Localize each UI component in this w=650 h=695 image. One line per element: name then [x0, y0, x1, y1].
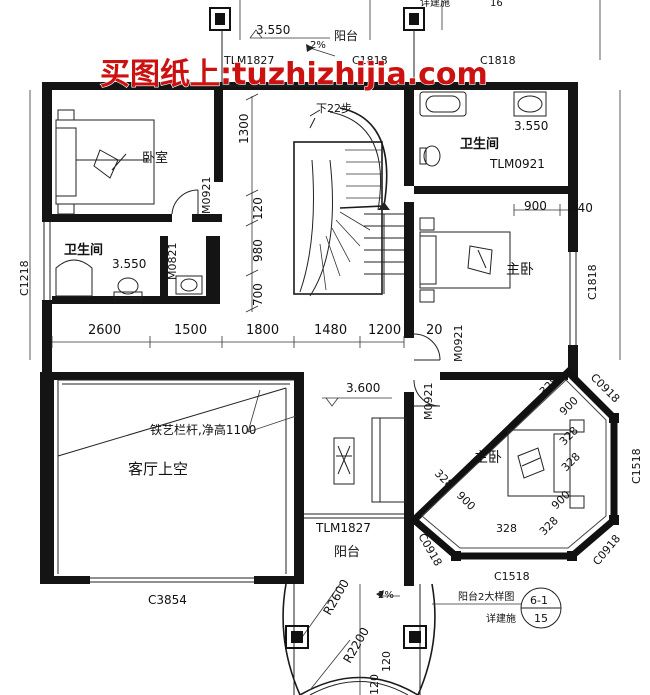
- opening-m0921-lower: M0921: [422, 383, 435, 421]
- dim-bay-right-3: 328: [557, 424, 581, 448]
- elevation-hall: 3.600: [346, 381, 380, 395]
- opening-c1818-top-right: C1818: [480, 54, 516, 67]
- detail-callout: [432, 587, 562, 629]
- dim-row-1480: 1480: [314, 323, 347, 338]
- dim-240: 240: [570, 201, 593, 215]
- dim-900a: 900: [524, 199, 547, 213]
- opening-c3854: C3854: [148, 593, 187, 607]
- opening-tlm-top: TLM1827: [223, 54, 274, 67]
- slope-top: 2%: [310, 40, 326, 51]
- room-balcony-top: 阳台: [334, 28, 358, 43]
- detail-callout-den: 15: [534, 612, 548, 625]
- dim-row-20: 20: [426, 323, 443, 338]
- dim-bay-left-2: 900: [454, 489, 478, 513]
- opening-c1518-right: C1518: [630, 448, 643, 484]
- room-bedroom: 卧室: [142, 150, 168, 166]
- door-m0921-lower: [413, 379, 441, 407]
- column-marker-bottom-right: [403, 625, 427, 649]
- dim-980: 980: [251, 239, 265, 262]
- dim-120a: 120: [251, 197, 265, 220]
- bed-master-upper: [419, 217, 511, 303]
- living-void: [57, 379, 297, 574]
- top-partial-label: 详建施: [420, 0, 450, 9]
- opening-c1818-top-left: C1818: [352, 54, 388, 67]
- small-bath: [55, 259, 203, 299]
- dim-bay-left-3: 328: [496, 522, 517, 535]
- opening-m0921-master: M0921: [452, 325, 465, 363]
- room-bath-right: 卫生间: [460, 136, 499, 152]
- dim-r2200: R2200: [340, 625, 372, 666]
- dim-bay-right-2: 900: [557, 394, 581, 418]
- dim-r2600: R2600: [320, 577, 352, 618]
- room-master-upper: 主卧: [506, 262, 534, 278]
- grid-lines: [29, 90, 621, 360]
- walls: [40, 82, 578, 586]
- opening-c1818-right: C1818: [586, 264, 599, 300]
- dim-1300: 1300: [237, 113, 251, 144]
- elevation-bath-left: 3.550: [112, 257, 146, 271]
- room-living-void: 客厅上空: [128, 460, 188, 478]
- watermark: 买图纸上:tuzhizhijia.com: [100, 57, 488, 92]
- opening-c1518-bottom: C1518: [494, 570, 530, 583]
- top-balcony: [221, 29, 415, 82]
- room-bath-left: 卫生间: [64, 242, 103, 258]
- room-master-lower: 主卧: [474, 450, 502, 466]
- bath-top-right: [419, 91, 547, 167]
- column-marker-top-left: [209, 7, 231, 31]
- column-marker-bottom-left: [285, 625, 309, 649]
- detail-callout-label: 阳台2大样图: [458, 590, 514, 603]
- opening-tlm1827-bottom: TLM1827: [315, 521, 371, 535]
- elevation-bath-right: 3.550: [514, 119, 548, 133]
- bed-master-lower: [507, 419, 585, 509]
- detail-callout-sub: 详建施: [486, 612, 516, 625]
- elevation-top: 3.550: [256, 23, 290, 37]
- top-partial-number: 16: [490, 0, 503, 9]
- dim-bay-right-4: 328: [559, 450, 583, 474]
- opening-c0918-left: C0918: [415, 531, 444, 568]
- slope-bottom: 2%: [378, 590, 394, 601]
- dim-row-1200: 1200: [368, 323, 401, 338]
- dim-bottom-120b: 120: [380, 651, 393, 672]
- top-grid-lines: [239, 0, 601, 60]
- hall-furniture: [333, 417, 407, 503]
- dim-900-240: [513, 204, 568, 216]
- door-m0921-master: [413, 333, 441, 361]
- opening-c1218: C1218: [18, 260, 31, 296]
- central-stair: [293, 107, 404, 297]
- hall-elevation-marker: [322, 397, 392, 407]
- railing-note: 铁艺栏杆,净高1100: [150, 422, 256, 437]
- bay-window: [408, 367, 619, 561]
- room-balcony-bottom: 阳台: [334, 545, 360, 560]
- opening-tlm0921: TLM0921: [489, 157, 545, 171]
- bed-top-left: [55, 109, 155, 215]
- dim-row-2600: 2600: [88, 323, 121, 338]
- stair-note: 下22步: [316, 102, 352, 115]
- vertical-dimension-lines: [245, 93, 259, 313]
- detail-callout-num: 6-1: [530, 594, 548, 607]
- dim-bottom-120a: 120: [368, 674, 381, 695]
- opening-m0921-bedroom: M0921: [200, 177, 213, 215]
- dim-row-1800: 1800: [246, 323, 279, 338]
- door-m0921-bedroom: [171, 189, 199, 215]
- dim-row-1500: 1500: [174, 323, 207, 338]
- opening-m0821: M0821: [166, 243, 179, 281]
- dim-700: 700: [251, 283, 265, 306]
- dimension-row: [51, 336, 405, 348]
- column-marker-top-right: [403, 7, 425, 31]
- dim-bay-right-6: 328: [537, 514, 561, 538]
